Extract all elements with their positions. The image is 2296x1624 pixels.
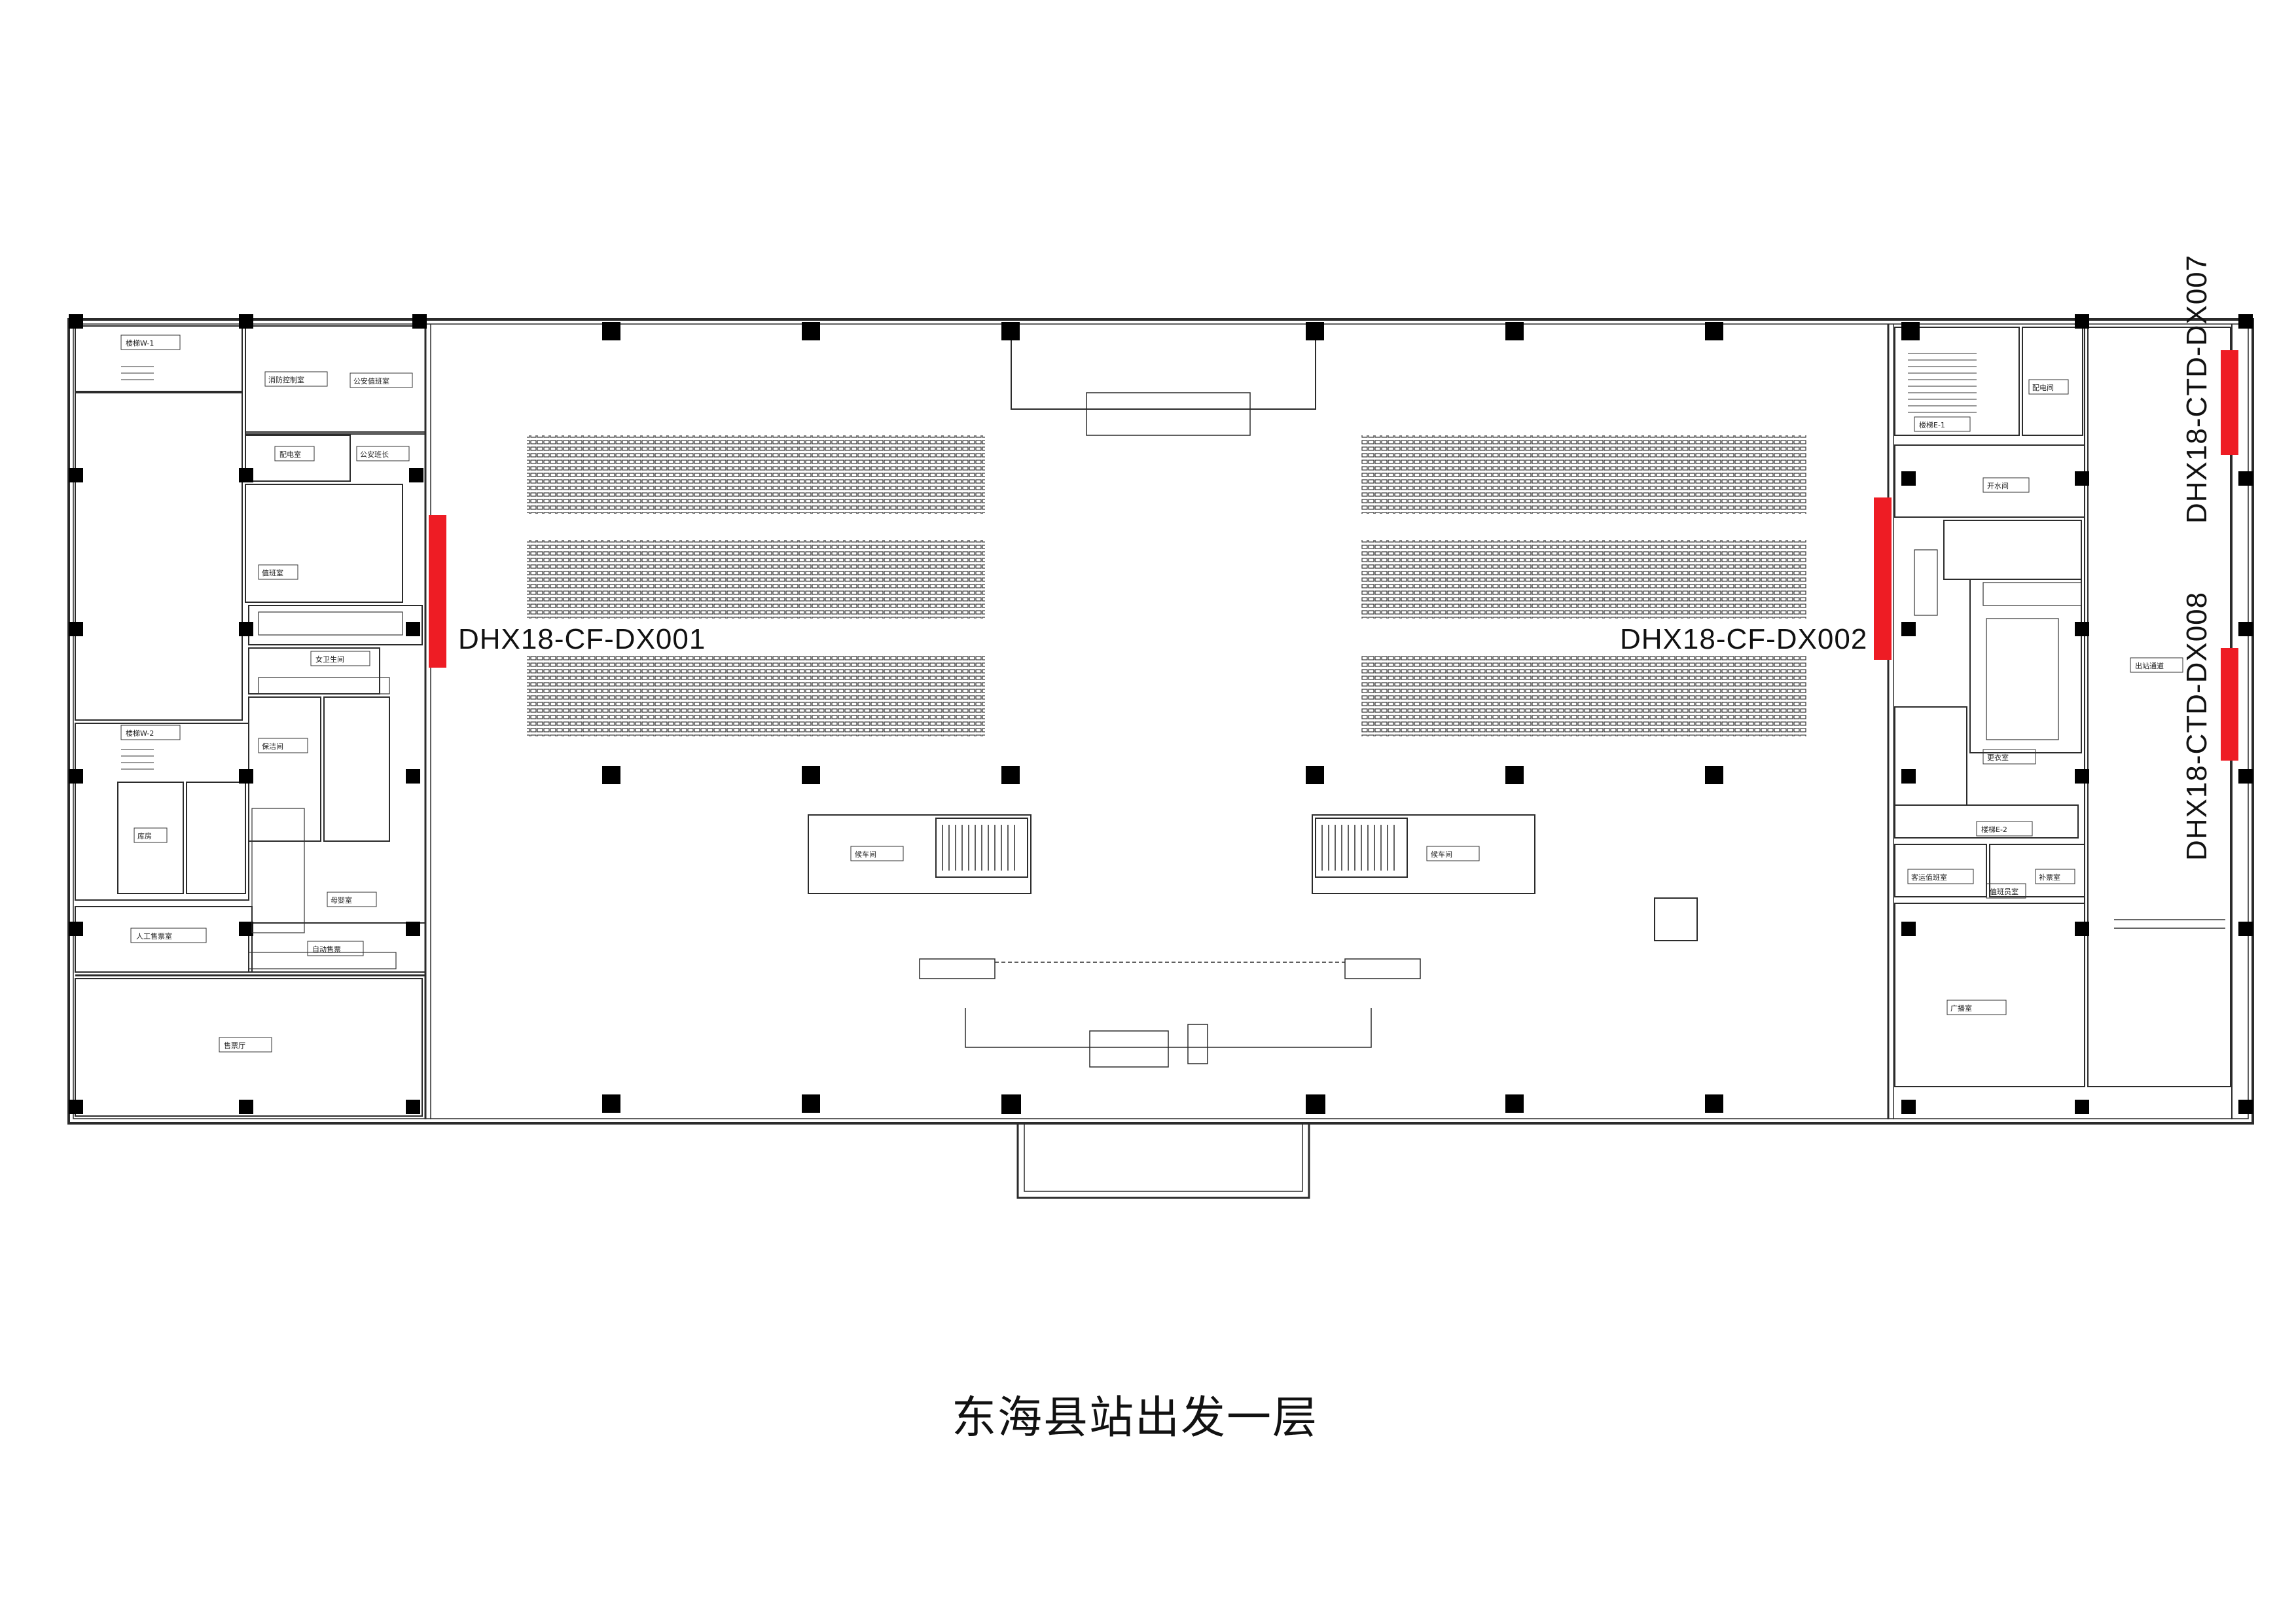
room-storage: 库房 [137, 832, 152, 840]
ad-panel-dx007 [2221, 350, 2238, 455]
room-power: 配电室 [279, 450, 301, 459]
room-west-stair: 楼梯W-1 [126, 338, 154, 348]
room-tags: 楼梯W-1 楼梯W-2 消防控制室 公安值班室 配电室 公安班长 值班室 女卫生… [120, 334, 2183, 1053]
ad-code-dx001: DHX18-CF-DX001 [458, 623, 706, 655]
room-passenger-service: 客运值班室 [1911, 873, 1947, 882]
west-wing-rooms [75, 325, 426, 1117]
west-wc-fixtures [248, 611, 403, 969]
room-east-power: 配电间 [2032, 384, 2054, 392]
room-fire-control: 消防控制室 [268, 375, 304, 384]
room-police-office: 公安班长 [360, 450, 389, 459]
east-wc-fixtures [1914, 549, 2082, 740]
room-female-wc: 女卫生间 [315, 655, 344, 664]
room-changing: 更衣室 [1987, 753, 2009, 762]
outer-walls [67, 318, 2254, 1199]
gate-lines [919, 392, 1421, 1068]
room-west-stair2: 楼梯W-2 [126, 729, 154, 738]
room-police-duty: 公安值班室 [353, 376, 389, 386]
structural-columns [69, 314, 2253, 1114]
room-broadcast: 广播室 [1950, 1003, 1972, 1013]
ad-panel-dx002 [1874, 497, 1892, 660]
room-waiting-right: 候车间 [1431, 850, 1452, 859]
room-waiting-left: 候车间 [855, 850, 876, 859]
room-supply: 补票室 [2039, 873, 2060, 882]
ad-code-dx002: DHX18-CF-DX002 [1620, 623, 1868, 655]
room-duty: 值班室 [262, 568, 283, 577]
plan-caption: 东海县站出发一层 [952, 1392, 1319, 1444]
room-ticket-office: 人工售票室 [136, 931, 172, 941]
room-exit-channel: 出站通道 [2135, 661, 2164, 670]
ad-panel-dx008 [2221, 648, 2238, 761]
room-ticket-hall: 售票厅 [224, 1041, 245, 1050]
escalator-cores [808, 814, 1698, 941]
room-duty-east: 值班员室 [1990, 887, 2018, 896]
room-east-stair2: 楼梯E-2 [1981, 825, 2007, 834]
ad-panel-dx001 [429, 515, 446, 668]
room-east-stair1: 楼梯E-1 [1919, 420, 1945, 429]
ad-panels [429, 350, 2238, 761]
escalator-steps [942, 825, 1395, 871]
room-cleaning-2: 母婴室 [331, 895, 352, 905]
stair-hatching [121, 353, 1977, 770]
room-water: 开水间 [1987, 482, 2009, 490]
ad-code-dx007: DHX18-CTD-DX007 [2181, 254, 2213, 524]
ad-code-dx008: DHX18-CTD-DX008 [2181, 591, 2213, 861]
exit-turnstiles [2114, 919, 2225, 929]
room-cleaning: 保洁间 [262, 742, 283, 751]
seating-right-block [1361, 435, 1806, 736]
seating-left-block [527, 435, 985, 736]
room-auto-ticket: 自动售票 [312, 945, 341, 954]
